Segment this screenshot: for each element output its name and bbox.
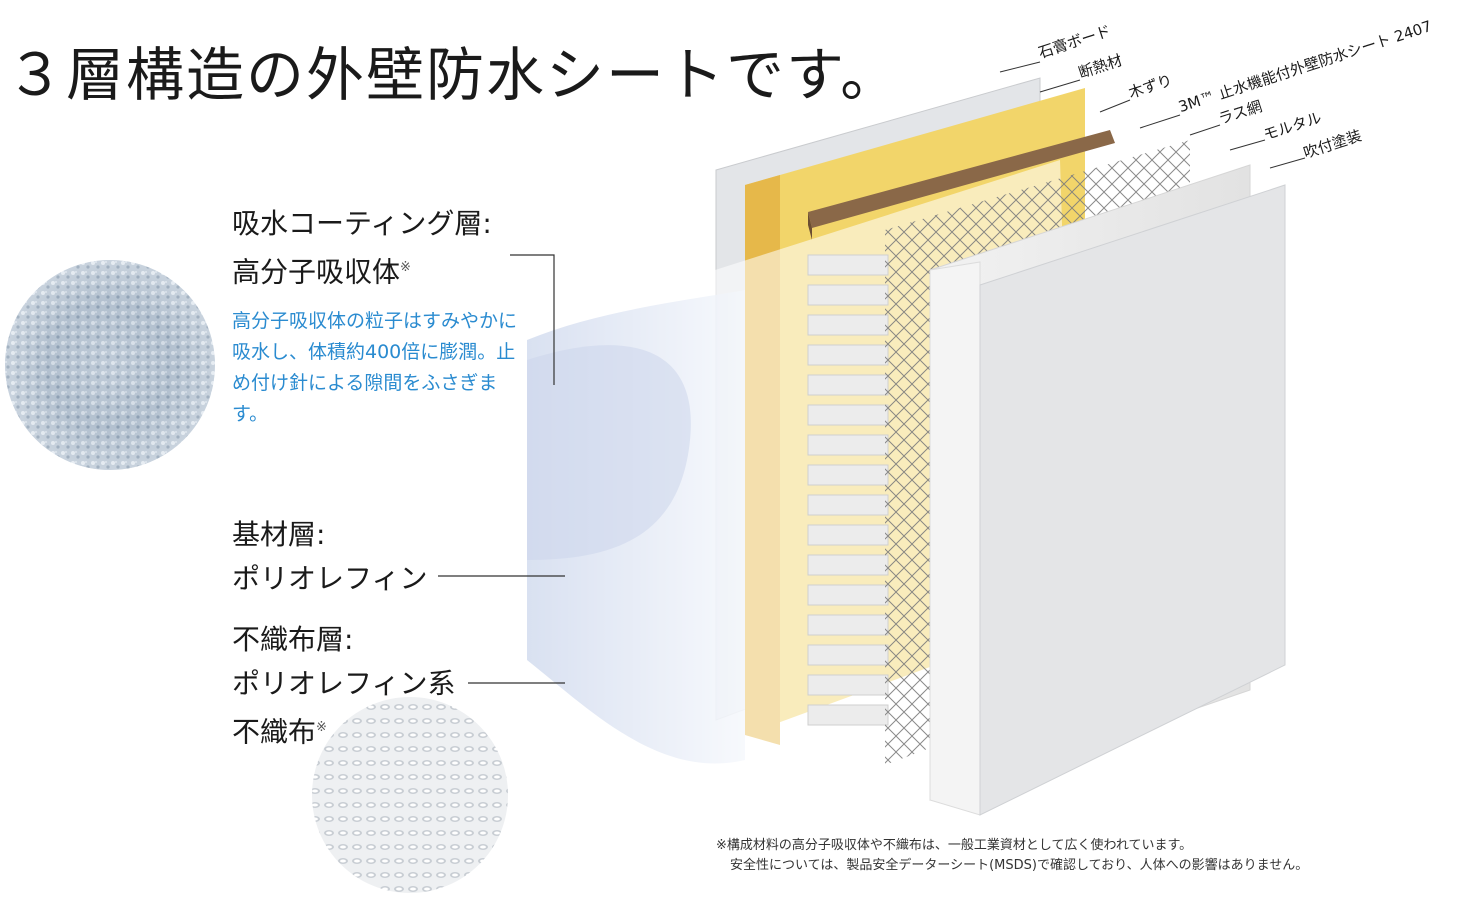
coating-layer-description: 高分子吸収体の粒子はすみやかに吸水し、体積約400倍に膨潤。止め付け針による隙間… — [232, 310, 518, 425]
nonwoven-fabric-swatch — [312, 697, 508, 893]
base-layer-material: ポリオレフィン — [232, 562, 428, 595]
page-title: ３層構造の外壁防水シートです。 — [6, 41, 901, 109]
safety-note: ※構成材料の高分子吸収体や不織布は、一般工業資材として広く使われています。 安全… — [716, 836, 1308, 876]
base-layer-title: 基材層: — [232, 518, 326, 551]
coating-layer-label: 吸水コーティング層: 高分子吸収体※ — [232, 202, 492, 294]
coating-layer-title: 吸水コーティング層: — [232, 207, 492, 240]
nonwoven-layer-label: 不織布層: ポリオレフィン系 不織布※ — [232, 618, 455, 754]
left-leader-lines — [438, 254, 565, 684]
right-leader-lines — [999, 61, 1306, 169]
note-line-1: ※構成材料の高分子吸収体や不織布は、一般工業資材として広く使われています。 — [716, 838, 1193, 853]
wood-lath-layer — [808, 130, 1115, 240]
wood-slat-strips — [807, 254, 889, 726]
footnote-mark: ※ — [316, 720, 327, 735]
nonwoven-layer-title: 不織布層: — [232, 623, 354, 656]
spray-finish-layer — [979, 184, 1286, 816]
base-layer-label: 基材層: ポリオレフィン — [232, 513, 427, 601]
nonwoven-layer-material-2: 不織布※ — [232, 715, 327, 749]
nonwoven-layer-material: ポリオレフィン系 — [232, 667, 456, 700]
footnote-mark: ※ — [400, 260, 411, 275]
note-line-2: 安全性については、製品安全データーシート(MSDS)で確認しており、人体への影響… — [730, 858, 1309, 873]
coating-layer-material: 高分子吸収体※ — [232, 255, 411, 289]
